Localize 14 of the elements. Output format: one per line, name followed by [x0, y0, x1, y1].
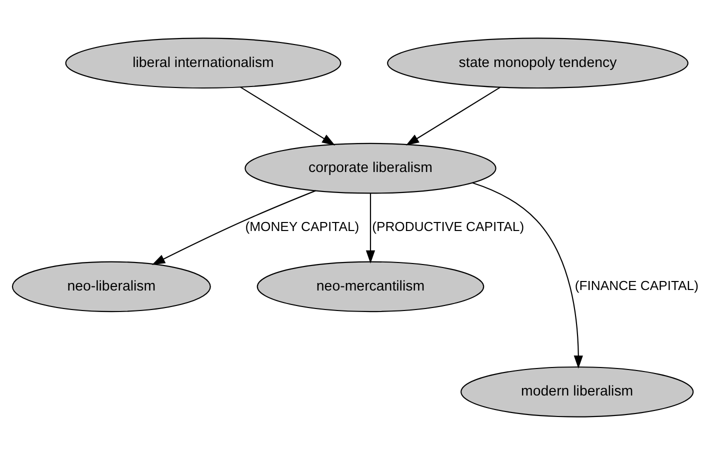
edge-label: (PRODUCTIVE CAPITAL) [372, 218, 524, 234]
arrow [406, 86, 500, 146]
arrow [366, 193, 376, 264]
node-ellipse: liberal internationalism [65, 38, 342, 89]
node-ellipse: neo-mercantilism [256, 261, 484, 312]
edge-label: (FINANCE CAPITAL) [574, 278, 698, 294]
node-ellipse: state monopoly tendency [387, 38, 688, 89]
arrow [472, 182, 583, 369]
edge-label: (MONEY CAPITAL) [245, 218, 360, 234]
node-ellipse: modern liberalism [460, 366, 694, 418]
node-ellipse: neo-liberalism [12, 261, 211, 312]
arrow [240, 86, 336, 146]
node-ellipse: corporate liberalism [244, 142, 496, 194]
arrow [152, 190, 316, 265]
